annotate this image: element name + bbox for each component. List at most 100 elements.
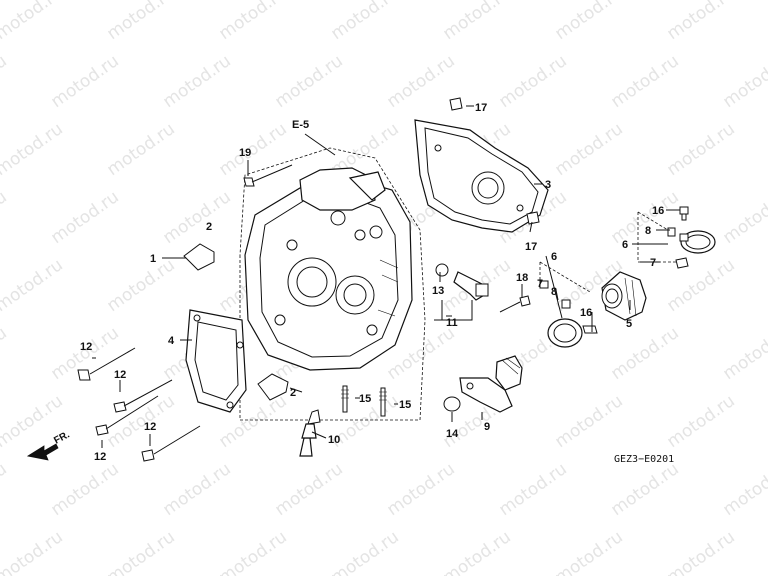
watermark-text: motod.ru — [383, 51, 458, 112]
watermark-text: motod.ru — [47, 51, 122, 112]
callout-5: 5 — [626, 318, 632, 330]
callout-10: 10 — [328, 434, 340, 446]
section-ref-leader — [304, 133, 336, 156]
callout-16-lower: 16 — [580, 307, 592, 319]
clamp-collar-lower — [561, 299, 571, 309]
watermark-text: motod.ru — [215, 0, 290, 44]
watermark-text: motod.ru — [719, 323, 768, 384]
callout-18: 18 — [516, 272, 528, 284]
bolt-12c — [95, 395, 159, 436]
cap-17-upper — [449, 97, 463, 111]
watermark-text: motod.ru — [663, 0, 738, 44]
watermark-text: motod.ru — [271, 459, 346, 520]
watermark-text: motod.ru — [495, 459, 570, 520]
callout-17-lower: 17 — [525, 241, 537, 253]
bolt-12b — [113, 379, 173, 413]
o-ring — [443, 396, 461, 412]
callout-7-lower: 7 — [537, 278, 543, 290]
watermark-text: motod.ru — [439, 0, 514, 44]
direction-label: FR. — [52, 429, 72, 446]
callout-7-upper: 7 — [650, 257, 656, 269]
watermark-text: motod.ru — [0, 187, 11, 248]
watermark-text: motod.ru — [439, 527, 514, 576]
watermark-text: motod.ru — [663, 391, 738, 452]
callout-12-c: 12 — [94, 451, 106, 463]
band-clamp-upper — [679, 230, 716, 254]
section-ref: E-5 — [292, 119, 309, 131]
watermark-text: motod.ru — [0, 255, 67, 316]
watermark-text: motod.ru — [0, 323, 11, 384]
callout-17-upper: 17 — [475, 102, 487, 114]
callout-8-lower: 8 — [551, 286, 557, 298]
watermark-text: motod.ru — [0, 0, 67, 44]
watermark-text: motod.ru — [663, 255, 738, 316]
watermark-text: motod.ru — [607, 187, 682, 248]
spark-plug — [299, 409, 321, 457]
watermark-text: motod.ru — [495, 51, 570, 112]
dowel-pin-lower — [257, 373, 289, 401]
watermark-text: motod.ru — [551, 391, 626, 452]
watermark-text: motod.ru — [719, 459, 768, 520]
head-gasket — [414, 119, 549, 233]
callout-8-upper: 8 — [645, 225, 651, 237]
watermark-text: motod.ru — [159, 51, 234, 112]
bolt-12d — [141, 425, 201, 462]
thermo-sensor — [435, 263, 489, 301]
callout-6-lower: 6 — [551, 251, 557, 263]
watermark-text: motod.ru — [0, 459, 11, 520]
callout-2-upper: 2 — [206, 221, 212, 233]
watermark-text: motod.ru — [719, 51, 768, 112]
callout-19: 19 — [239, 147, 251, 159]
clamp-screw-upper — [679, 206, 689, 221]
callout-12-a: 12 — [80, 341, 92, 353]
watermark-text: motod.ru — [215, 119, 290, 180]
clamp-nut — [675, 257, 689, 269]
bolt-19 — [243, 164, 293, 187]
callout-9: 9 — [484, 421, 490, 433]
callout-2-lower: 2 — [290, 387, 296, 399]
watermark-text: motod.ru — [103, 391, 178, 452]
callout-11: 11 — [446, 317, 458, 329]
watermark-text: motod.ru — [551, 119, 626, 180]
watermark-text: motod.ru — [47, 187, 122, 248]
watermark-text: motod.ru — [271, 51, 346, 112]
bolt-12a — [77, 347, 136, 381]
front-direction-indicator: FR. — [26, 429, 72, 461]
watermark-text: motod.ru — [103, 0, 178, 44]
watermark-text: motod.ru — [159, 459, 234, 520]
watermark-text: motod.ru — [0, 119, 67, 180]
watermark-text: motod.ru — [383, 459, 458, 520]
watermark-text: motod.ru — [0, 51, 11, 112]
clamp-nut-lower — [539, 280, 549, 289]
insulator — [601, 271, 647, 321]
clamp-screw-lower — [582, 325, 598, 334]
watermark-text: motod.ru — [607, 51, 682, 112]
watermark-text: motod.ru — [607, 323, 682, 384]
callout-16-upper: 16 — [652, 205, 664, 217]
watermark-text: motod.ru — [551, 527, 626, 576]
callout-13: 13 — [432, 285, 444, 297]
watermark-text: motod.ru — [719, 187, 768, 248]
watermark-text: motod.ru — [103, 527, 178, 576]
leader-lines — [92, 105, 680, 448]
callout-12-b: 12 — [114, 369, 126, 381]
callout-3: 3 — [545, 179, 551, 191]
watermark-text: motod.ru — [663, 119, 738, 180]
sensor-bracket — [434, 300, 473, 321]
head-group-outline — [239, 147, 426, 421]
callout-4: 4 — [168, 335, 175, 347]
water-joint — [459, 355, 523, 413]
diagram-reference-code: GEZ3−E0201 — [614, 454, 674, 465]
callout-15-left: 15 — [359, 393, 371, 405]
callout-6-upper: 6 — [622, 239, 628, 251]
callout-1: 1 — [150, 253, 156, 265]
stud-left — [342, 385, 348, 413]
cylinder-head — [244, 167, 413, 371]
watermark-text: motod.ru — [47, 459, 122, 520]
watermark-text: motod.ru — [327, 527, 402, 576]
watermark-text: motod.ru — [663, 527, 738, 576]
band-clamp-lower — [547, 318, 583, 348]
cap-17-lower — [526, 211, 540, 225]
